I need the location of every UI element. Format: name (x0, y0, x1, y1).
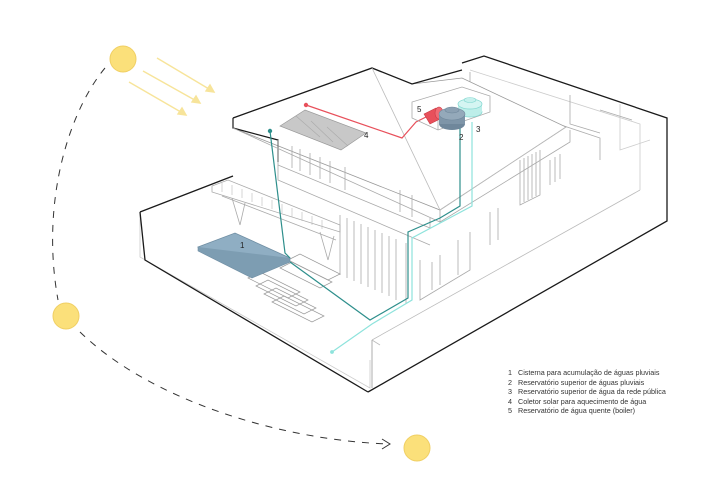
label-5: 5 (417, 105, 422, 114)
sun-morning-icon (109, 45, 137, 73)
label-2: 2 (459, 133, 464, 142)
site-walls (139, 55, 668, 393)
legend-number: 5 (508, 406, 512, 416)
solar-collector (279, 109, 367, 151)
sun-evening-icon (403, 434, 431, 462)
legend-item: 1 Cisterna para acumulação de águas pluv… (508, 368, 666, 378)
label-3: 3 (476, 125, 481, 134)
legend-number: 1 (508, 368, 512, 377)
legend-text: Reservatório superior de água da rede pú… (518, 387, 666, 397)
legend-number: 4 (508, 396, 512, 406)
legend-item: 2 Reservatório superior de águas pluviai… (508, 378, 666, 388)
label-4: 4 (364, 131, 369, 140)
hot-water-pipe (303, 102, 429, 139)
roof (232, 67, 571, 223)
cistern (197, 232, 291, 279)
sun-rays (128, 57, 216, 116)
legend-item: 5 Reservatório de água quente (boiler) (508, 406, 666, 416)
legend-number: 2 (508, 377, 512, 387)
legend-text: Reservatório superior de águas pluviais (518, 377, 645, 387)
legend-item: 4 Coletor solar para aquecimento de água (508, 397, 666, 407)
rainwater-reservoir (438, 106, 466, 130)
legend-text: Reservatório de água quente (boiler) (518, 406, 636, 416)
rainwater-pipe (267, 126, 461, 321)
label-1: 1 (240, 241, 245, 250)
legend-text: Cisterna para acumulação de águas pluvia… (518, 368, 660, 377)
sun-path (52, 67, 391, 450)
public-water-reservoir (457, 97, 483, 118)
legend-item: 3 Reservatório superior de água da rede … (508, 387, 666, 397)
pergola-slats (221, 183, 323, 229)
legend-text: Coletor solar para aquecimento de água (518, 396, 647, 406)
sun-noon-icon (52, 302, 80, 330)
legend-number: 3 (508, 387, 512, 397)
arrow-head-icon (381, 438, 391, 450)
legend: 1 Cisterna para acumulação de águas pluv… (508, 368, 666, 416)
ground-louvers (339, 208, 499, 304)
public-water-pipe (330, 122, 473, 354)
